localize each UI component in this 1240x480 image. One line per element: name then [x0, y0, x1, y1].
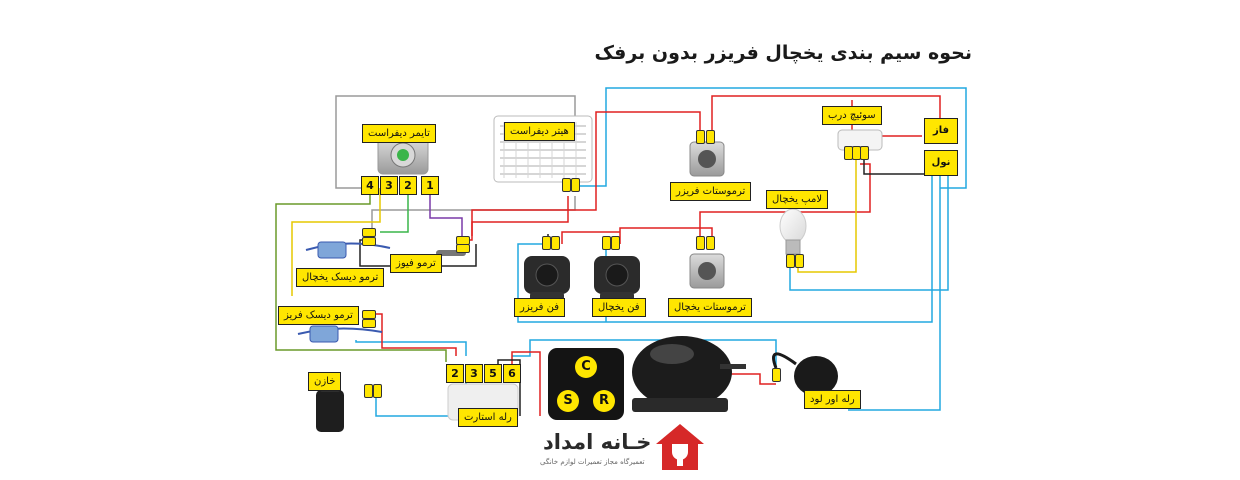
connector-freezer-fan-2: [551, 236, 560, 250]
wire-red-fridge-thermostat: [699, 163, 871, 240]
wire-purple-timer: [429, 188, 463, 236]
connector-freezer-thermostat-1: [696, 130, 705, 144]
wire-red-freezer-thermo: [462, 111, 701, 241]
label-door-switch: سوئیچ درب: [822, 106, 882, 125]
connector-heater-2: [571, 178, 580, 192]
connector-fridge-thermostat-2: [706, 236, 715, 250]
connector-fuse-2: [456, 244, 470, 253]
connector-freezer-disc-1: [362, 310, 376, 319]
label-freezer-thermo-disc: ترمو دیسک فریز: [278, 306, 359, 325]
connector-fridge-disc-1: [362, 228, 376, 237]
timer-terminal-4: 4: [361, 176, 379, 195]
relay-terminal-6: 6: [503, 364, 521, 383]
label-overload-relay: رله اور لود: [804, 390, 861, 409]
page-title: نحوه سیم بندی یخچال فریزر بدون برفک: [594, 42, 972, 64]
relay-terminal-5: 5: [484, 364, 502, 383]
connector-lamp-1: [786, 254, 795, 268]
connector-fridge-fan-1: [602, 236, 611, 250]
connector-capacitor-2: [373, 384, 382, 398]
fridge-lamp-bulb: [779, 208, 807, 255]
label-defrost-heater: هیتر دیفراست: [504, 122, 575, 141]
wire-red-heater: [471, 196, 569, 236]
pin-r: R: [593, 390, 615, 412]
wire-blue-fans: [517, 176, 933, 323]
logo-house-icon: [656, 424, 704, 470]
label-defrost-timer: تایمر دیفراست: [362, 124, 436, 143]
timer-terminal-3: 3: [380, 176, 398, 195]
wire-yellow-lamp: [797, 158, 857, 273]
label-phase: فاز: [924, 118, 958, 144]
pin-c: C: [575, 356, 597, 378]
wire-blue-top: [580, 87, 967, 189]
wire-red-disc: [372, 313, 457, 356]
fridge-thermo-disc-body: [305, 241, 391, 259]
connector-freezer-thermostat-2: [706, 130, 715, 144]
connector-fridge-thermostat-1: [696, 236, 705, 250]
wire-blue-capacitor: [355, 340, 467, 356]
connector-heater-1: [562, 178, 571, 192]
wire-gray-heater-return: [371, 196, 576, 236]
connector-freezer-fan-1: [542, 236, 551, 250]
relay-terminal-3: 3: [465, 364, 483, 383]
wire-red-overload: [726, 373, 776, 385]
label-capacitor: خازن: [308, 372, 342, 391]
defrost-timer-body: [377, 137, 429, 175]
wire-red-fans: [619, 227, 713, 244]
label-fridge-thermostat: ترموستات یخچال: [668, 298, 752, 317]
label-fridge-thermo-disc: ترمو دیسک یخچال: [296, 268, 385, 287]
connector-door-3: [860, 146, 869, 160]
label-start-relay: رله استارت: [458, 408, 518, 427]
label-fridge-lamp: لامپ یخچال: [766, 190, 829, 209]
label-freezer-thermostat: ترموستات فریزر: [670, 182, 752, 201]
compressor-pin-block: C S R: [548, 348, 624, 420]
connector-fridge-fan-2: [611, 236, 620, 250]
label-thermo-fuse: ترمو فیوز: [390, 254, 442, 273]
timer-terminal-1: 1: [421, 176, 439, 195]
label-neutral: نول: [924, 150, 958, 176]
freezer-thermostat-body: [689, 141, 725, 177]
pin-s: S: [557, 390, 579, 412]
connector-freezer-disc-2: [362, 319, 376, 328]
timer-terminal-2: 2: [399, 176, 417, 195]
wire-blue-overload: [512, 339, 777, 376]
connector-overload: [772, 368, 781, 382]
relay-terminal-2: 2: [446, 364, 464, 383]
wire-black-door: [863, 158, 924, 175]
wire-red-freezer-fan: [561, 231, 620, 244]
wire-green-timer: [380, 188, 409, 233]
logo-name: خـانه امداد: [543, 430, 652, 454]
compressor-body: [632, 336, 746, 412]
wire-red-phase: [711, 95, 941, 136]
fridge-thermostat-body: [689, 253, 725, 289]
connector-lamp-2: [795, 254, 804, 268]
connector-capacitor-1: [364, 384, 373, 398]
label-fridge-fan: فن یخچال: [592, 298, 646, 317]
connector-fridge-disc-2: [362, 237, 376, 246]
logo-tagline: تعمیرگاه مجاز تعمیرات لوازم خانگی: [540, 458, 645, 466]
wire-olive-left: [275, 188, 447, 362]
label-freezer-fan: فن فریزر: [514, 298, 565, 317]
freezer-thermo-disc-body: [297, 325, 383, 343]
wire-yellow-left: [291, 188, 381, 296]
wire-blue-lamp: [789, 176, 949, 291]
overload-relay-body: [772, 352, 838, 396]
wire-blue-neutral-down: [848, 174, 941, 411]
